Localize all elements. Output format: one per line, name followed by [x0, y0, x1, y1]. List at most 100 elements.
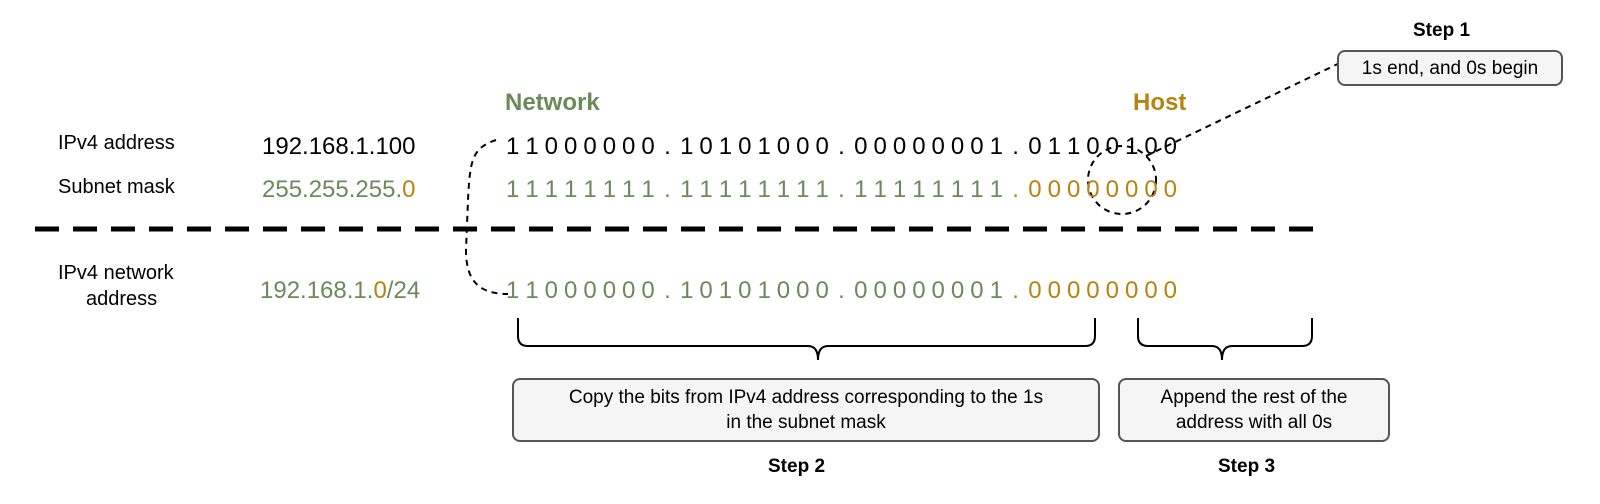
bit: 0	[1105, 176, 1119, 203]
bit: 0	[1066, 176, 1081, 203]
bit: 1	[718, 277, 733, 304]
bit: 0	[1028, 133, 1042, 160]
step3-title: Step 3	[1218, 456, 1276, 477]
bit: 0	[1163, 133, 1178, 160]
bit: 1	[989, 133, 1003, 160]
subnet-mask-label: Subnet mask	[58, 176, 175, 198]
bit-separator: .	[1012, 133, 1019, 160]
bit-separator: .	[664, 133, 671, 160]
subnet-mask-host-part: 0	[402, 176, 416, 203]
bit: 1	[505, 277, 520, 304]
bit: 0	[738, 133, 752, 160]
bit: 1	[854, 176, 868, 203]
bit: 1	[699, 176, 713, 203]
bit: 0	[1124, 277, 1139, 304]
bit-separator: .	[1012, 277, 1019, 304]
network-address-network-part: 192.168.1.	[260, 277, 374, 304]
bit: 0	[641, 133, 655, 160]
bit: 1	[602, 176, 617, 203]
bit: 0	[1163, 176, 1178, 203]
subnet-mask-network-part: 255.255.255.	[262, 176, 403, 203]
bit: 0	[931, 133, 945, 160]
bit: 0	[854, 133, 868, 160]
bit: 1	[931, 176, 945, 203]
bit: 0	[583, 277, 597, 304]
network-brace	[517, 318, 1096, 361]
bit-separator: .	[664, 277, 671, 304]
bit: 1	[525, 133, 539, 160]
bit: 1	[757, 176, 771, 203]
bit: 1	[1124, 133, 1139, 160]
bit: 0	[564, 277, 578, 304]
bit: 1	[680, 176, 694, 203]
subnet-mask-value: 255.255.255.0	[262, 176, 416, 204]
bit: 0	[544, 133, 559, 160]
bit: 1	[680, 133, 694, 160]
step2-text-line2: in the subnet mask	[726, 412, 886, 433]
bit: 1	[505, 133, 520, 160]
bit: 1	[622, 176, 636, 203]
boundary-circle	[1087, 145, 1157, 215]
bit: 0	[873, 133, 887, 160]
bit: 1	[1047, 133, 1061, 160]
bit: 1	[796, 176, 810, 203]
bit: 0	[776, 277, 791, 304]
bit-separator: .	[664, 176, 671, 203]
step2-box: Copy the bits from IPv4 address correspo…	[512, 378, 1100, 442]
step1-pointer-line	[1145, 59, 1347, 157]
bit-separator: .	[838, 176, 845, 203]
step3-text-line1: Append the rest of the	[1160, 387, 1348, 408]
bit: 0	[1144, 133, 1158, 160]
bit: 0	[641, 277, 655, 304]
bit: 0	[1124, 176, 1139, 203]
bit: 0	[1144, 277, 1158, 304]
bit: 1	[757, 133, 771, 160]
bit: 0	[912, 277, 926, 304]
bit: 0	[950, 277, 965, 304]
bit: 0	[970, 133, 984, 160]
ipv4-address-value: 192.168.1.100	[262, 133, 416, 160]
step3-box: Append the rest of the address with all …	[1118, 378, 1390, 442]
bit: 0	[1105, 277, 1119, 304]
host-heading: Host	[1133, 89, 1187, 116]
host-brace	[1137, 318, 1313, 361]
bit: 1	[912, 176, 926, 203]
network-address-label-line2: address	[86, 288, 158, 310]
step1-text: 1s end, and 0s begin	[1361, 57, 1539, 79]
bit: 0	[699, 277, 713, 304]
bit: 1	[815, 176, 829, 203]
bit: 1	[1066, 133, 1081, 160]
bit: 0	[1066, 277, 1081, 304]
bit: 0	[931, 277, 945, 304]
bit: 0	[912, 133, 926, 160]
bit: 0	[1086, 133, 1100, 160]
step1-box: 1s end, and 0s begin	[1337, 50, 1563, 86]
bit: 0	[815, 277, 829, 304]
bit: 0	[1105, 133, 1119, 160]
bit: 0	[622, 133, 636, 160]
bit: 1	[989, 277, 1003, 304]
bit: 0	[796, 133, 810, 160]
network-address-label-line1: IPv4 network	[58, 262, 174, 284]
bit: 1	[564, 176, 578, 203]
bit: 0	[892, 133, 907, 160]
bit: 1	[718, 133, 733, 160]
bit: 1	[544, 176, 559, 203]
bit: 1	[989, 176, 1003, 203]
bit: 0	[564, 133, 578, 160]
step2-title: Step 2	[768, 456, 826, 477]
network-heading: Network	[505, 89, 600, 116]
network-address-host-part: 0	[373, 277, 387, 304]
bit: 0	[873, 277, 887, 304]
bit: 1	[525, 176, 539, 203]
step2-text-line1: Copy the bits from IPv4 address correspo…	[568, 387, 1044, 408]
bit-separator: .	[838, 277, 845, 304]
bit: 1	[525, 277, 539, 304]
bit: 0	[950, 133, 965, 160]
bit: 1	[892, 176, 907, 203]
network-address-value: 192.168.1.0/24	[260, 277, 420, 305]
bit-separator: .	[838, 133, 845, 160]
bit: 0	[892, 277, 907, 304]
